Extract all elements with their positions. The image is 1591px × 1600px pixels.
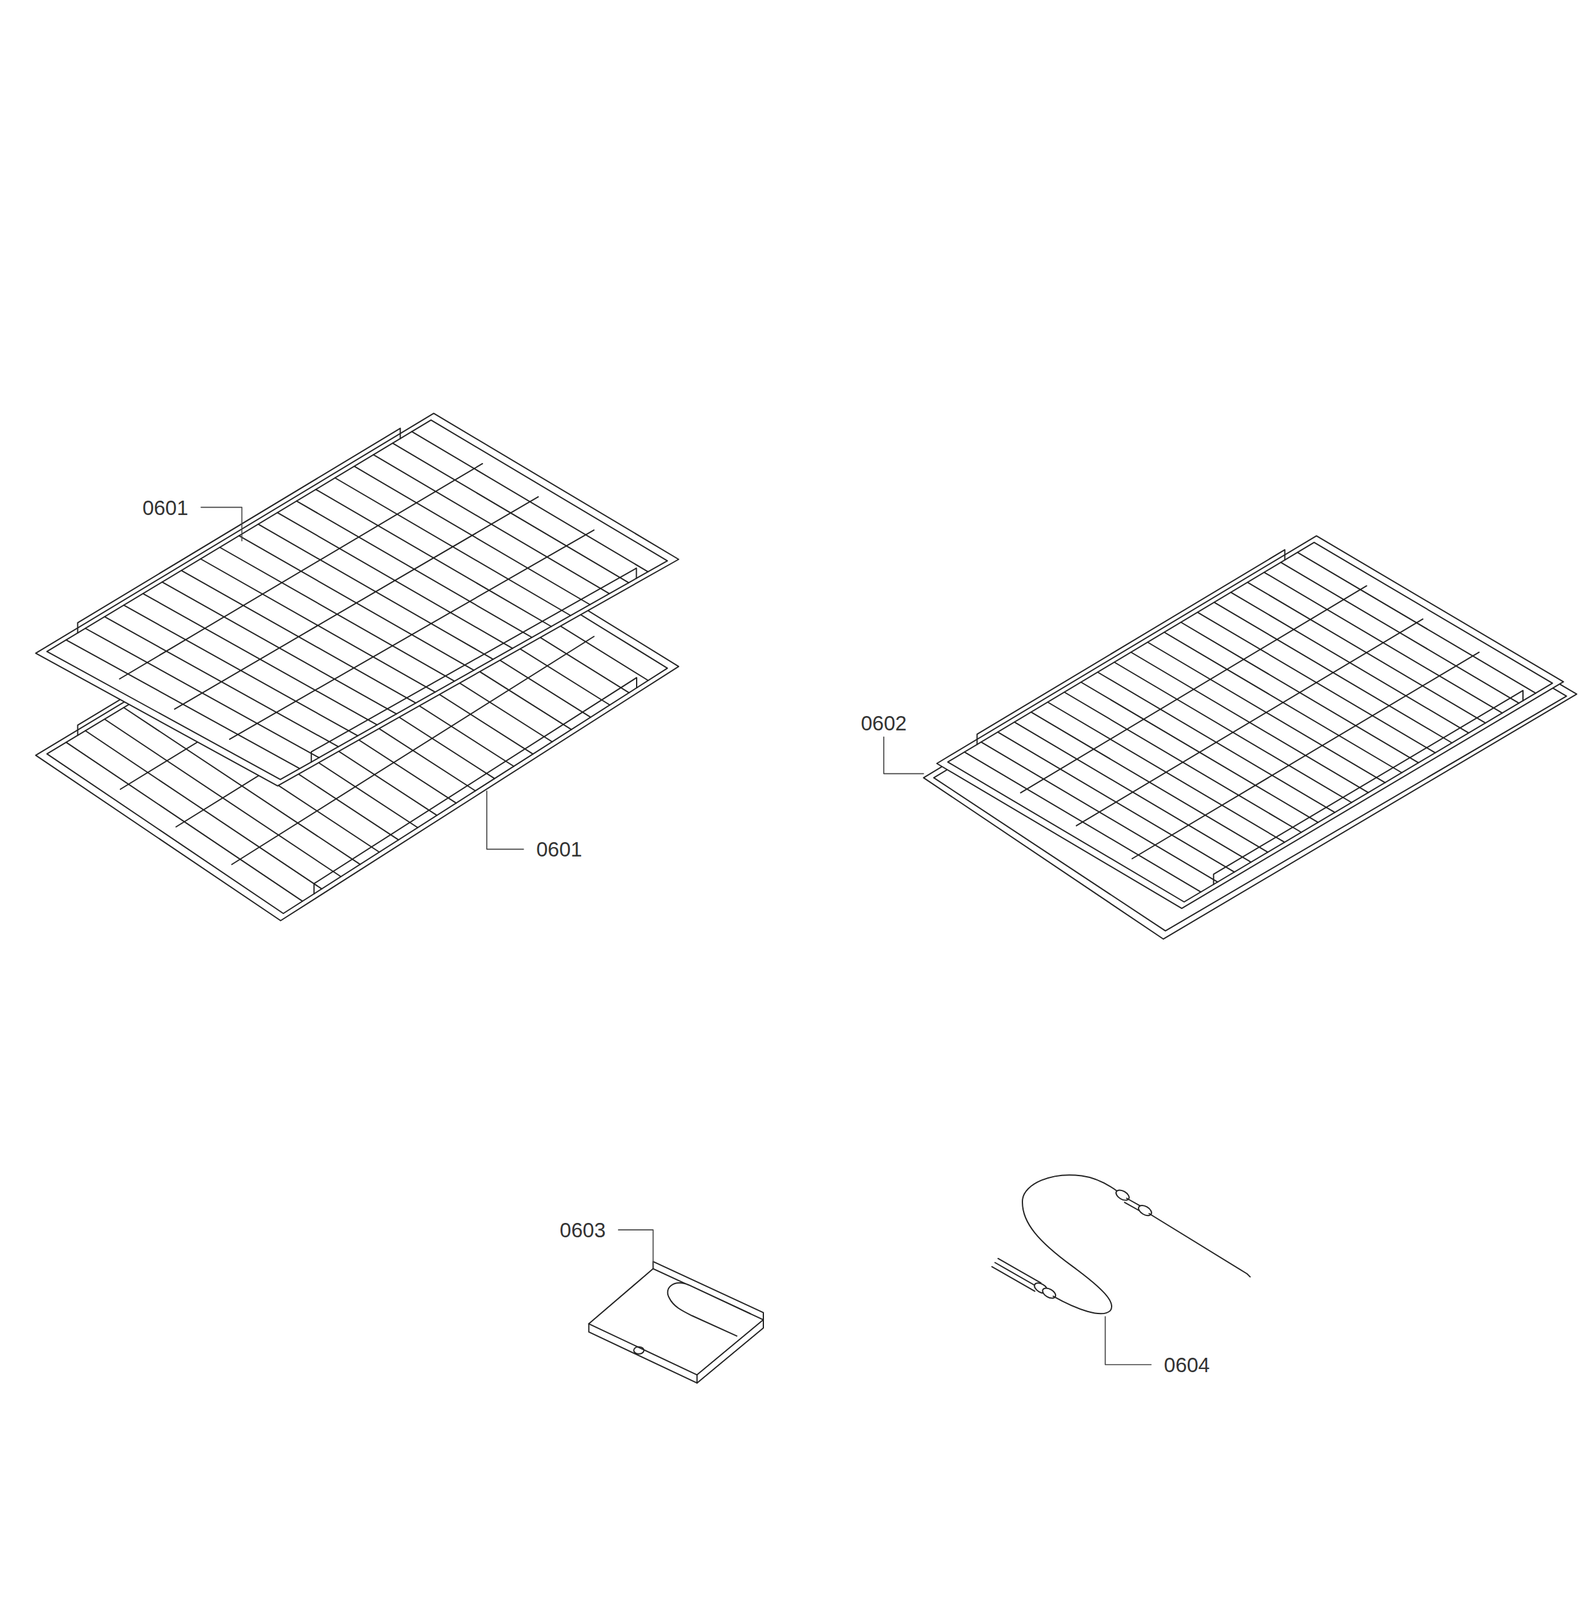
meat-probe [991,1174,1251,1314]
bracket [588,1261,764,1384]
oven-rack [35,413,679,786]
callout-number: 0603 [559,1219,606,1241]
callout-number: 0602 [860,712,907,733]
leader-lines [200,507,1151,1365]
telescopic-rack [923,535,1577,939]
callout-number: 0604 [1164,1353,1210,1375]
callout-number: 0601 [142,496,188,518]
callout-number: 0601 [536,838,582,860]
